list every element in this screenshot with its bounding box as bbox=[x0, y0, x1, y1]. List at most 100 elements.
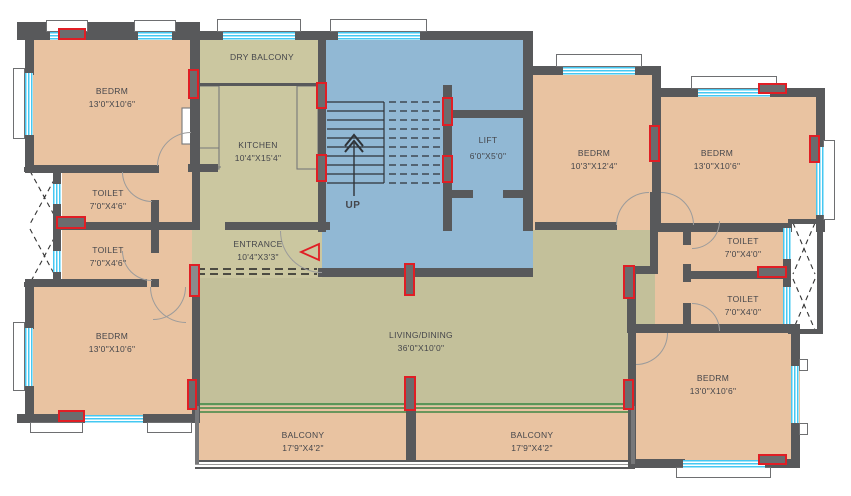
window-sill bbox=[30, 422, 83, 433]
wall bbox=[151, 165, 159, 173]
window bbox=[338, 32, 420, 40]
kitchen-dry-balcony-floor bbox=[195, 33, 322, 233]
column-marker bbox=[649, 125, 660, 162]
window bbox=[138, 32, 172, 40]
stair-treads-dashed bbox=[389, 101, 441, 184]
room-dims: 13'0"X10'6" bbox=[88, 98, 136, 109]
window bbox=[783, 287, 791, 324]
label-bedroom-r1: BEDRM 10'3"X12'4" bbox=[571, 147, 618, 173]
window-sill bbox=[13, 322, 25, 391]
label-up: UP bbox=[346, 198, 361, 213]
window-sill bbox=[330, 19, 427, 32]
column-marker bbox=[316, 82, 327, 109]
up-arrow-icon bbox=[344, 133, 364, 196]
room-dims: 13'0"X10'6" bbox=[693, 160, 741, 171]
window bbox=[53, 184, 61, 204]
column-marker bbox=[316, 154, 327, 182]
wall bbox=[151, 279, 159, 287]
wall bbox=[25, 165, 158, 173]
wall bbox=[25, 386, 34, 423]
label-lift: LIFT 6'0"X5'0" bbox=[470, 133, 507, 164]
wall bbox=[445, 190, 473, 198]
room-name: ENTRANCE bbox=[233, 239, 283, 249]
wall bbox=[683, 271, 787, 279]
window bbox=[783, 228, 791, 259]
wall bbox=[503, 190, 531, 198]
wall bbox=[770, 88, 825, 97]
balcony-left-floor bbox=[195, 406, 410, 462]
room-name: BEDRM bbox=[95, 86, 129, 96]
room-dims: 13'0"X10'6" bbox=[88, 343, 136, 354]
column-marker bbox=[758, 83, 787, 94]
window-sill bbox=[13, 68, 25, 139]
room-dims: 10'3"X12'4" bbox=[570, 160, 618, 171]
wall bbox=[192, 165, 200, 228]
wall bbox=[188, 164, 218, 172]
room-name: TOILET bbox=[727, 294, 759, 304]
window bbox=[25, 328, 33, 386]
window-sill bbox=[799, 359, 808, 371]
room-name: BALCONY bbox=[510, 430, 554, 440]
wall bbox=[816, 88, 825, 147]
wall bbox=[525, 66, 563, 75]
wall bbox=[652, 223, 792, 232]
window bbox=[791, 366, 799, 423]
wall bbox=[195, 406, 199, 464]
wall bbox=[652, 88, 698, 97]
wall bbox=[788, 219, 823, 224]
wall bbox=[24, 167, 62, 172]
window-sill bbox=[556, 54, 642, 67]
wall bbox=[25, 31, 34, 75]
column-marker bbox=[758, 454, 787, 465]
column-marker bbox=[757, 266, 787, 278]
window-sill bbox=[217, 19, 301, 32]
room-dims: 10'4"X3'3" bbox=[237, 251, 279, 262]
wall bbox=[631, 406, 635, 464]
window-sill bbox=[691, 76, 777, 89]
wall bbox=[635, 66, 661, 75]
wall bbox=[192, 83, 320, 86]
wall bbox=[17, 22, 26, 40]
room-name: BEDRM bbox=[696, 373, 730, 383]
window bbox=[816, 147, 824, 215]
column-marker bbox=[58, 28, 86, 40]
wall bbox=[53, 165, 61, 185]
room-name: TOILET bbox=[92, 245, 124, 255]
room-dims: 10'4"X15'4" bbox=[234, 152, 282, 163]
room-dims: 6'0"X5'0" bbox=[469, 150, 507, 161]
room-name: LIFT bbox=[478, 135, 498, 145]
column-marker bbox=[623, 379, 634, 410]
wall bbox=[318, 31, 533, 40]
window bbox=[25, 73, 33, 135]
wall bbox=[25, 279, 34, 329]
room-dims: 7'0"X4'0" bbox=[724, 248, 762, 259]
column-marker bbox=[809, 135, 820, 163]
wall bbox=[445, 110, 531, 118]
room-name: BEDRM bbox=[95, 331, 129, 341]
window-sill bbox=[147, 422, 192, 433]
room-name: BEDRM bbox=[700, 148, 734, 158]
entrance-threshold bbox=[197, 268, 317, 275]
wall bbox=[25, 31, 200, 40]
room-name: BEDRM bbox=[577, 148, 611, 158]
wall bbox=[192, 264, 200, 422]
wall bbox=[225, 222, 330, 230]
room-name: DRY BALCONY bbox=[230, 52, 294, 62]
wall bbox=[25, 279, 147, 287]
label-bedroom-tr: BEDRM 13'0"X10'6" bbox=[694, 147, 741, 173]
wall bbox=[783, 223, 791, 333]
wall bbox=[25, 414, 85, 423]
wall bbox=[406, 400, 416, 462]
balcony-right-floor bbox=[410, 406, 635, 462]
column-marker bbox=[404, 263, 415, 296]
label-bedroom-tl: BEDRM 13'0"X10'6" bbox=[89, 85, 136, 111]
column-marker bbox=[187, 379, 197, 410]
